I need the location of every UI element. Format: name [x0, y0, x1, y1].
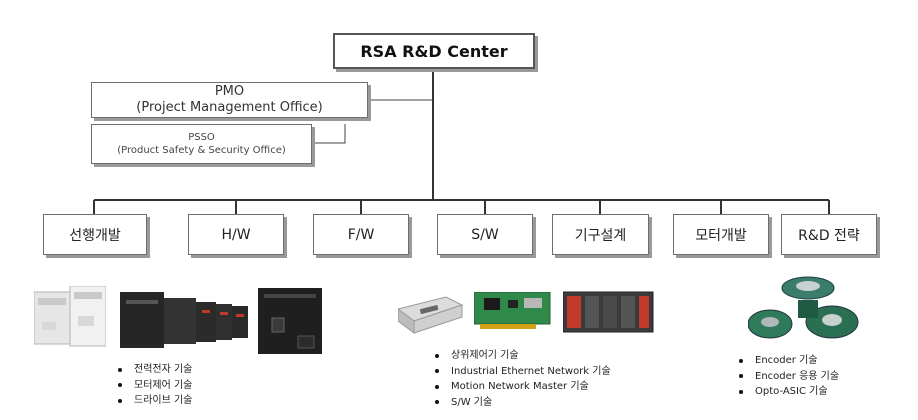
- dept-label: 모터개발: [695, 227, 747, 244]
- psso-title: PSSO: [188, 132, 215, 143]
- dept-label: S/W: [471, 226, 499, 243]
- dept-box-rd-strategy: R&D 전략: [781, 214, 877, 255]
- dept-box-advanced-dev: 선행개발: [43, 214, 147, 255]
- list-item-text: Encoder 응용 기술: [755, 370, 840, 382]
- dept-label: 기구설계: [574, 227, 627, 244]
- list-item: Opto-ASIC 기술: [739, 384, 839, 400]
- bullet-icon: [435, 353, 439, 358]
- dept-label: 선행개발: [69, 227, 121, 244]
- dept-box-sw: S/W: [437, 214, 533, 255]
- list-item: Motion Network Master 기술: [435, 379, 611, 395]
- list-item: Encoder 응용 기술: [739, 369, 839, 385]
- dept-box-mech-design: 기구설계: [552, 214, 649, 255]
- list-item-text: Industrial Ethernet Network 기술: [451, 365, 611, 377]
- power-modules-image: [34, 286, 106, 347]
- list-item-text: 모터제어 기술: [134, 379, 193, 391]
- list-item-text: 전력전자 기술: [134, 364, 193, 375]
- rsa-center-box: RSA R&D Center: [333, 33, 535, 69]
- list-item: 상위제어기 기술: [435, 348, 611, 364]
- rsa-center-label: RSA R&D Center: [360, 41, 508, 61]
- list-item: 드라이브 기술: [118, 393, 192, 409]
- psso-subtitle: (Product Safety & Security Office): [117, 145, 286, 156]
- list-item-text: 상위제어기 기술: [451, 350, 519, 361]
- list-item: S/W 기술: [435, 395, 611, 411]
- bullet-icon: [739, 374, 743, 379]
- dept-box-hw: H/W: [188, 214, 284, 255]
- list-item-text: 드라이브 기술: [134, 395, 193, 406]
- list-item-text: Motion Network Master 기술: [451, 381, 589, 392]
- psso-connector: [312, 124, 346, 144]
- motion-controller-image: [563, 291, 654, 333]
- list-item: 모터제어 기술: [118, 378, 192, 394]
- controller-tech-list: 상위제어기 기술 Industrial Ethernet Network 기술 …: [435, 348, 611, 410]
- bullet-icon: [435, 384, 439, 389]
- list-item: Industrial Ethernet Network 기술: [435, 364, 611, 380]
- bullet-icon: [435, 369, 439, 374]
- bullet-icon: [118, 398, 122, 403]
- list-item-text: Encoder 기술: [755, 355, 818, 366]
- list-item-text: Opto-ASIC 기술: [755, 386, 828, 397]
- list-item-text: S/W 기술: [451, 396, 493, 408]
- encoder-tech-list: Encoder 기술 Encoder 응용 기술 Opto-ASIC 기술: [739, 353, 839, 400]
- network-card-image: [474, 292, 551, 329]
- dept-box-fw: F/W: [313, 214, 409, 255]
- drive-unit-image: [258, 288, 322, 354]
- dept-box-motor-dev: 모터개발: [673, 214, 769, 255]
- bullet-icon: [739, 389, 743, 394]
- bullet-icon: [118, 383, 122, 388]
- pmo-box: PMO (Project Management Office): [91, 82, 368, 118]
- psso-box: PSSO (Product Safety & Security Office): [91, 124, 312, 164]
- dept-label: F/W: [347, 226, 375, 243]
- encoder-boards-image: [748, 276, 859, 339]
- bullet-icon: [118, 367, 122, 372]
- power-tech-list: 전력전자 기술 모터제어 기술 드라이브 기술: [118, 362, 192, 409]
- bullet-icon: [435, 400, 439, 405]
- controller-module-image: [398, 296, 464, 334]
- list-item: 전력전자 기술: [118, 362, 192, 378]
- dept-label: H/W: [221, 226, 251, 243]
- servo-drives-image: [120, 292, 248, 348]
- list-item: Encoder 기술: [739, 353, 839, 369]
- pmo-subtitle: (Project Management Office): [136, 100, 323, 115]
- dept-label: R&D 전략: [798, 227, 860, 244]
- pmo-title: PMO: [214, 84, 245, 99]
- bullet-icon: [739, 358, 743, 363]
